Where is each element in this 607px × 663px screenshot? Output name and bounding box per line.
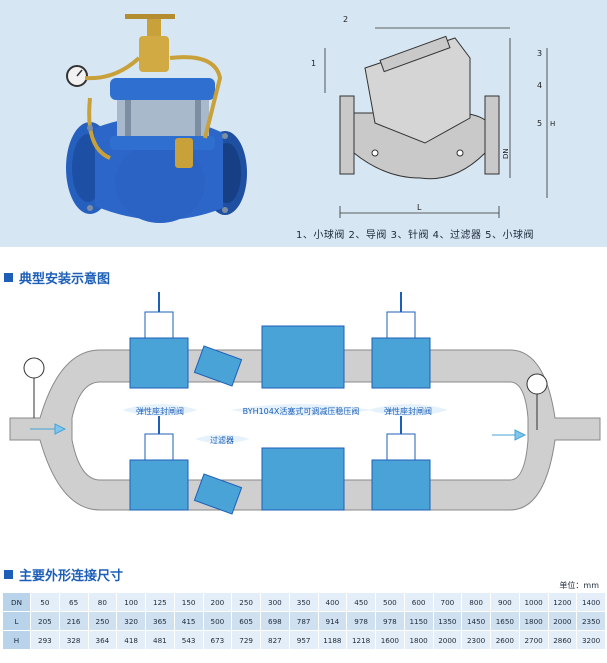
gate-valve-right-label: 弹性座封闸阀 xyxy=(384,406,432,416)
table-cell: 2300 xyxy=(461,630,491,650)
dimensions-section-title: 主要外形连接尺寸 xyxy=(4,565,123,584)
install-title-text: 典型安装示意图 xyxy=(19,272,111,287)
table-cell: 364 xyxy=(87,630,118,650)
install-section-title: 典型安装示意图 xyxy=(4,268,110,287)
callout-1: 1 xyxy=(311,59,316,68)
table-cell: 2860 xyxy=(547,630,578,650)
table-cell: 800 xyxy=(461,592,491,612)
table-cell: 400 xyxy=(317,592,348,612)
dn-label: DN xyxy=(502,148,510,159)
table-cell: 978 xyxy=(375,611,405,631)
table-cell: 698 xyxy=(260,611,290,631)
row-header: H xyxy=(2,630,31,650)
table-cell: 320 xyxy=(116,611,146,631)
table-cell: 787 xyxy=(288,611,319,631)
table-cell: 1200 xyxy=(547,592,578,612)
row-header: DN xyxy=(2,592,31,612)
table-cell: 827 xyxy=(260,630,290,650)
table-cell: 80 xyxy=(87,592,118,612)
table-cell: 328 xyxy=(58,630,89,650)
unit-label: 单位：mm xyxy=(559,581,599,590)
table-cell: 600 xyxy=(403,592,434,612)
callout-2: 2 xyxy=(343,15,348,24)
callout-3: 3 xyxy=(537,49,542,58)
table-cell: 250 xyxy=(87,611,118,631)
dimensions-title-text: 主要外形连接尺寸 xyxy=(19,569,124,584)
table-cell: 500 xyxy=(202,611,233,631)
table-cell: 200 xyxy=(202,592,233,612)
table-cell: 2350 xyxy=(576,611,606,631)
table-cell: 1800 xyxy=(518,611,549,631)
table-cell: 700 xyxy=(432,592,463,612)
table-cell: 350 xyxy=(288,592,319,612)
bullet-square-icon xyxy=(4,273,13,282)
table-cell: 1218 xyxy=(346,630,376,650)
row-header: L xyxy=(2,611,31,631)
table-cell: 250 xyxy=(231,592,261,612)
table-cell: 900 xyxy=(490,592,520,612)
table-cell: 2000 xyxy=(432,630,463,650)
drawing-legend: 1、小球阀 2、导阀 3、针阀 4、过滤器 5、小球阀 xyxy=(296,230,535,241)
callout-4: 4 xyxy=(537,81,542,90)
gate-valve-left-label: 弹性座封闸阀 xyxy=(136,406,184,416)
table-cell: 450 xyxy=(346,592,376,612)
table-cell: 543 xyxy=(173,630,204,650)
table-cell: 65 xyxy=(58,592,89,612)
table-cell: 50 xyxy=(30,592,60,612)
table-cell: 1000 xyxy=(518,592,549,612)
bullet-square-icon xyxy=(4,570,13,579)
table-cell: 1150 xyxy=(403,611,434,631)
main-valve-label: BYH104X活塞式可调减压稳压阀 xyxy=(243,406,360,416)
table-cell: 729 xyxy=(231,630,261,650)
table-cell: 1400 xyxy=(576,592,606,612)
table-cell: 1188 xyxy=(317,630,348,650)
h-label: H xyxy=(550,120,555,128)
table-cell: 100 xyxy=(116,592,146,612)
table-cell: 2700 xyxy=(518,630,549,650)
table-cell: 125 xyxy=(145,592,175,612)
table-cell: 481 xyxy=(145,630,175,650)
table-cell: 150 xyxy=(173,592,204,612)
table-cell: 1600 xyxy=(375,630,405,650)
valve-drawing: 1 2 3 4 5 DN L H xyxy=(311,15,555,218)
callout-5: 5 xyxy=(537,119,542,128)
valve-photo xyxy=(66,14,247,223)
table-cell: 205 xyxy=(30,611,60,631)
table-cell: 914 xyxy=(317,611,348,631)
table-cell: 418 xyxy=(116,630,146,650)
table-cell: 978 xyxy=(346,611,376,631)
table-cell: 216 xyxy=(58,611,89,631)
table-cell: 293 xyxy=(30,630,60,650)
table-cell: 500 xyxy=(375,592,405,612)
table-cell: 605 xyxy=(231,611,261,631)
table-cell: 300 xyxy=(260,592,290,612)
table-cell: 1450 xyxy=(461,611,491,631)
strainer-label: 过滤器 xyxy=(210,435,234,445)
table-cell: 415 xyxy=(173,611,204,631)
product-panel: 1 2 3 4 5 DN L H 1、小球阀 2、导阀 3、针阀 4、过滤器 5… xyxy=(0,0,607,247)
installation-diagram: 弹性座封闸阀 BYH104X活塞式可调减压稳压阀 弹性座封闸阀 过滤器 xyxy=(9,292,601,515)
table-cell: 2600 xyxy=(490,630,520,650)
table-cell: 365 xyxy=(145,611,175,631)
table-cell: 957 xyxy=(288,630,319,650)
table-cell: 3200 xyxy=(576,630,606,650)
table-cell: 1800 xyxy=(403,630,434,650)
l-label: L xyxy=(417,203,422,212)
table-cell: 2000 xyxy=(547,611,578,631)
table-cell: 1650 xyxy=(490,611,520,631)
table-cell: 1350 xyxy=(432,611,463,631)
table-cell: 673 xyxy=(202,630,233,650)
